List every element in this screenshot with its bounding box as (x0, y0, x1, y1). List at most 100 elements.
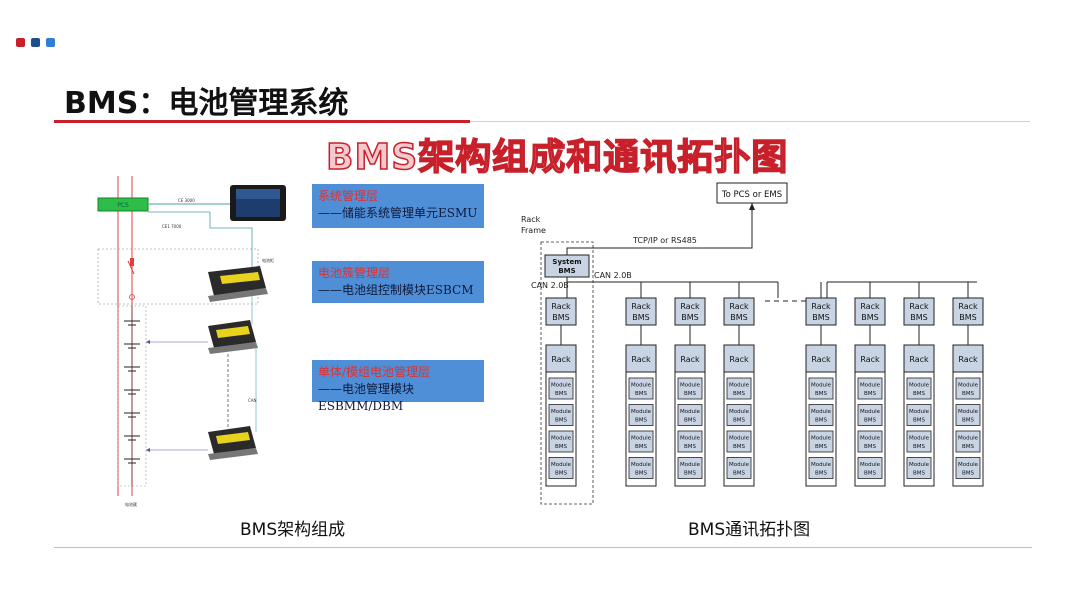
module-bms-label: Module (860, 462, 881, 468)
rack-label: Rack (680, 355, 700, 364)
module-bms-box (628, 404, 654, 426)
module-bms-label: Module (729, 462, 750, 468)
module-bms-label: Module (958, 462, 979, 468)
module-bms-box (548, 404, 574, 426)
rack-label: Rack (909, 355, 929, 364)
module-bms-label: BMS (635, 391, 648, 397)
bmm-device-1 (208, 320, 258, 354)
rack-frame-label-2: Frame (521, 226, 546, 235)
module-bms-label: Module (729, 436, 750, 442)
module-bms-box (726, 430, 752, 453)
module-bms-box (808, 430, 834, 453)
layer-cluster-name: 电池簇管理层 (318, 266, 391, 280)
rack-label: Rack (811, 355, 831, 364)
layer-module-name: 单体/模组电池管理层 (318, 365, 431, 379)
module-bms-label: BMS (555, 471, 568, 477)
layer-system-desc: ——储能系统管理单元ESMU (318, 206, 478, 220)
rack-bms-label: BMS (552, 313, 569, 322)
module-bms-box (677, 404, 703, 426)
layer-system-name: 系统管理层 (318, 189, 379, 203)
layer-cluster-desc: ——电池组控制模块ESBCM (318, 283, 474, 297)
module-bms-label: BMS (635, 418, 648, 424)
diagram-heading: BMS架构组成和通讯拓扑图 (325, 136, 789, 179)
module-bms-box (906, 430, 932, 453)
module-bms-label: BMS (962, 444, 975, 450)
module-bms-label: BMS (684, 418, 697, 424)
module-bms-label: BMS (635, 444, 648, 450)
module-bms-box (548, 457, 574, 479)
module-bms-label: Module (860, 409, 881, 415)
line1-label: CE 3000 (178, 198, 195, 203)
module-bms-label: BMS (733, 391, 746, 397)
module-bms-label: Module (680, 462, 701, 468)
topology-diagram: Rack Frame To PCS or EMS TCP/IP or RS485… (521, 182, 984, 505)
rack-bms-box (805, 297, 837, 326)
layer-module-desc: ——电池管理模块ESBMM/DBM (318, 382, 415, 413)
architecture-caption: BMS架构组成 (240, 520, 346, 540)
module-bms-label: Module (551, 409, 572, 415)
layer-cluster: 电池簇管理层 ——电池组控制模块ESBCM (312, 261, 484, 303)
module-bms-box (726, 377, 752, 400)
title-underline (54, 120, 470, 123)
module-bms-label: Module (860, 383, 881, 389)
module-bms-label: BMS (913, 391, 926, 397)
bottom-rule (54, 547, 1032, 548)
rack-bms-label: BMS (681, 313, 698, 322)
rack-bms-label: Rack (811, 302, 831, 311)
module-bms-label: Module (631, 383, 652, 389)
module-bms-label: Module (729, 409, 750, 415)
module-bms-box (726, 404, 752, 426)
module-bms-label: BMS (555, 418, 568, 424)
cabinet-label: 电池柜 (262, 257, 274, 263)
rack-bms-label: Rack (631, 302, 651, 311)
module-bms-label: Module (680, 383, 701, 389)
can-label: CAN (248, 398, 257, 403)
module-bms-label: BMS (864, 444, 877, 450)
module-bms-label: BMS (733, 418, 746, 424)
battery-label: 电池簇 (125, 501, 137, 507)
module-bms-label: Module (958, 409, 979, 415)
rack-bms-label: BMS (730, 313, 747, 322)
rack-bms-label: Rack (860, 302, 880, 311)
module-bms-label: Module (631, 409, 652, 415)
to-pcs-label: To PCS or EMS (721, 190, 782, 200)
module-bms-box (677, 377, 703, 400)
module-bms-label: BMS (913, 418, 926, 424)
module-bms-label: Module (909, 383, 930, 389)
module-bms-box (857, 404, 883, 426)
rack-header (545, 344, 577, 373)
module-bms-label: BMS (962, 418, 975, 424)
module-bms-label: BMS (815, 418, 828, 424)
module-bms-label: Module (551, 462, 572, 468)
rack-bms-label: Rack (729, 302, 749, 311)
module-bms-label: Module (958, 383, 979, 389)
rack-header (805, 344, 837, 373)
rack-bms-label: BMS (812, 313, 829, 322)
module-bms-label: Module (811, 462, 832, 468)
rack-bms-label: BMS (959, 313, 976, 322)
pcs-label: PCS (117, 202, 129, 209)
rack-label: Rack (631, 355, 651, 364)
rack-bms-label: Rack (680, 302, 700, 311)
layer-module: 单体/模组电池管理层 ——电池管理模块ESBMM/DBM (312, 360, 484, 413)
module-bms-label: Module (909, 409, 930, 415)
module-bms-label: Module (551, 436, 572, 442)
module-bms-label: Module (631, 436, 652, 442)
bcm-device (208, 266, 268, 302)
module-bms-label: BMS (864, 418, 877, 424)
module-bms-label: BMS (815, 471, 828, 477)
module-bms-label: BMS (815, 444, 828, 450)
module-bms-box (955, 404, 981, 426)
can-left-label: CAN 2.0B (531, 281, 569, 290)
module-bms-label: BMS (733, 471, 746, 477)
module-bms-label: Module (811, 409, 832, 415)
topology-caption: BMS通讯拓扑图 (688, 520, 811, 540)
module-bms-box (628, 457, 654, 479)
rack-header (952, 344, 984, 373)
logo-dot-blue (46, 38, 55, 47)
system-bms-label-1: System (552, 258, 581, 266)
logo-dot-navy (31, 38, 40, 47)
rack-bms-label: Rack (909, 302, 929, 311)
rack-bms-label: Rack (958, 302, 978, 311)
module-bms-box (906, 404, 932, 426)
